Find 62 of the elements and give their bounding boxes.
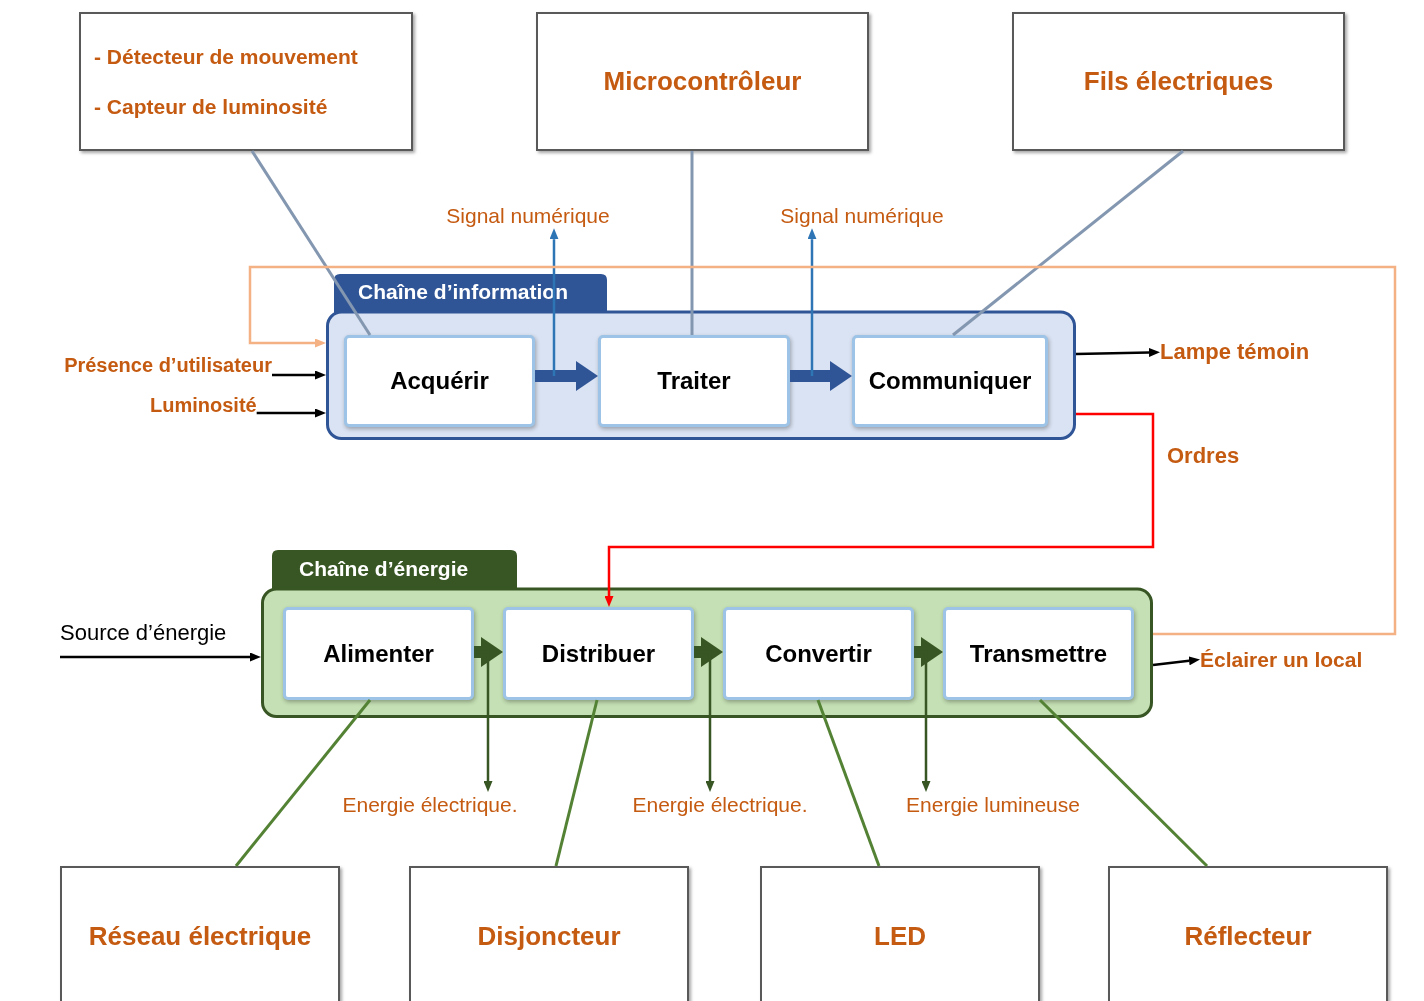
chain-panel [326,274,1076,440]
arrow [60,652,261,662]
box-label: Distribuer [541,639,656,668]
leader-line [690,151,694,335]
box-label: Réseau électrique [88,920,312,952]
leader-line [952,149,1184,337]
leader-line [554,699,599,867]
signal-label: Signal numérique [780,203,944,229]
leader-line [816,699,881,867]
flow-label: Luminosité [150,393,257,417]
arrow [256,408,326,418]
box-label: Acquérir [390,367,489,395]
leader-line [250,150,372,336]
flow-label: Présence d’utilisateur [64,353,272,377]
block-arrow [914,637,943,667]
signal-label: Energie électrique. [632,792,808,818]
arrow [549,228,559,376]
function-box [852,335,1048,427]
component-box [409,866,689,1001]
box-label: Alimenter [323,639,434,668]
component-box [760,866,1040,1001]
function-box [943,607,1134,700]
function-box [503,607,694,700]
component-box [1108,866,1388,1001]
box-label: - Capteur de luminosité [94,94,328,119]
box-label: Communiquer [868,367,1032,395]
block-arrow [694,637,723,667]
box-label: - Détecteur de mouvement [94,44,358,69]
input-label: Source d’énergie [60,620,227,660]
signal-label: Energie électrique. [342,792,518,818]
flow-label: Lampe témoin [1160,339,1310,366]
arrow [1152,656,1200,667]
block-arrow [535,361,598,391]
signal-label: Energie lumineuse [906,792,1080,818]
component-box [536,12,869,151]
arrow [272,370,326,380]
arrow [248,265,1397,636]
box-label: LED [874,920,926,952]
chain-panel [261,550,1153,718]
arrow [604,412,1155,607]
box-label: Réflecteur [1184,920,1312,952]
box-label: Transmettre [969,639,1108,668]
box-label: Fils électriques [1083,66,1274,97]
component-box [79,12,413,151]
component-box [1012,12,1345,151]
block-arrow [790,361,852,391]
function-box [723,607,914,700]
box-label: Disjoncteur [477,920,621,952]
function-box [598,335,790,427]
flow-label: Éclairer un local [1200,647,1363,673]
arrow [807,228,817,376]
component-box [60,866,340,1001]
block-arrow [474,637,503,667]
function-box [283,607,474,700]
chain-title: Chaîne d’énergie [299,556,469,581]
box-label: Convertir [765,639,872,668]
function-box [344,335,535,427]
box-label: Microcontrôleur [603,66,802,97]
arrow [1075,347,1160,357]
chain-title: Chaîne d’information [358,280,568,304]
box-label: Traiter [657,367,731,395]
signal-label: Signal numérique [446,203,610,229]
